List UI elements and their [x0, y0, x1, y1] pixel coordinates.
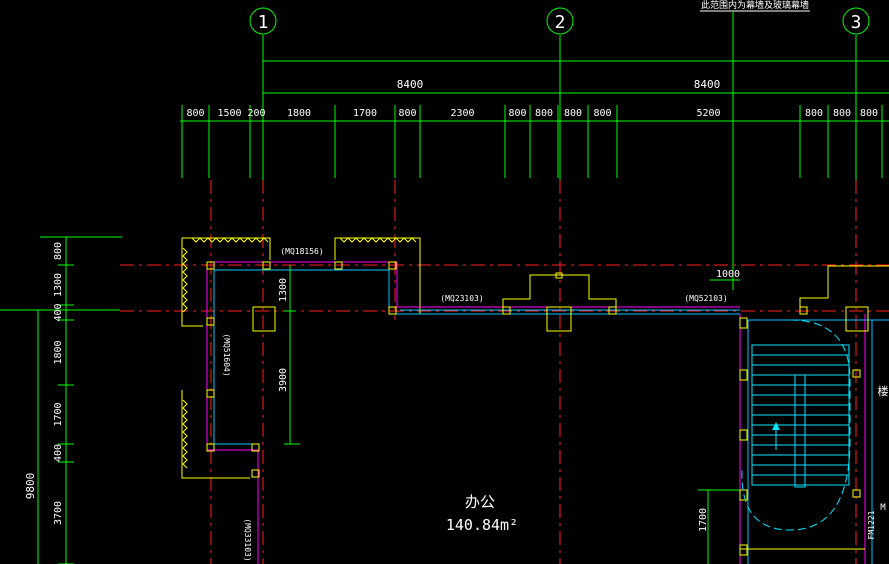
- columns: [206, 261, 869, 556]
- stair-handrail: [794, 374, 806, 488]
- wall-outline-top-left: [182, 237, 271, 260]
- dim-detail-label: 800: [508, 108, 526, 119]
- tag-mq23103: (MQ23103): [440, 294, 483, 303]
- stair-arrow-head: [772, 422, 780, 430]
- dim-detail-label: 1700: [353, 108, 377, 119]
- dim-inner-3900: 3900: [278, 368, 289, 392]
- dim-detail-label: 800: [186, 108, 204, 119]
- wall-inner-l2: [213, 270, 252, 445]
- axis-2-label: 2: [555, 12, 566, 33]
- wall-outline-left-bottom: [181, 390, 250, 479]
- dim-detail-label: 1800: [287, 108, 311, 119]
- dim-left-label: 800: [53, 242, 64, 260]
- dim-left-label: 1800: [53, 340, 64, 364]
- wall-inner-l1: [206, 262, 259, 564]
- dim-detail-label: 5200: [696, 108, 720, 119]
- tag-mq33103: (MQ33103): [243, 518, 252, 561]
- header-note: 此范围内为幕墙及玻璃幕墙: [701, 0, 809, 11]
- stair-sweep-path: [741, 319, 851, 531]
- wall-bump-3: [799, 265, 889, 307]
- column: [206, 443, 215, 452]
- room-name: 办公: [465, 493, 495, 511]
- dim-detail-label: 800: [564, 108, 582, 119]
- axis-3-label: 3: [851, 12, 862, 33]
- column: [388, 306, 397, 315]
- dim-detail-label: 800: [593, 108, 611, 119]
- dim-detail-label: 2300: [450, 108, 474, 119]
- wall-outline-left: [181, 238, 203, 327]
- column-large: [845, 306, 869, 332]
- stair: [741, 319, 851, 531]
- grid-axes: [262, 35, 857, 180]
- dim-left-label: 400: [53, 444, 64, 462]
- column: [388, 261, 397, 270]
- dim-left-label: 400: [53, 303, 64, 321]
- wall-bump-2: [502, 274, 617, 307]
- column-large: [252, 306, 276, 332]
- column-large: [546, 306, 572, 332]
- tag-mq18156: (MQ18156): [280, 247, 323, 256]
- axis-bubbles: 1 2 3: [249, 7, 870, 35]
- column: [251, 469, 260, 478]
- dim-left-total: 9800: [24, 473, 37, 500]
- column: [206, 389, 215, 398]
- dims-left-ticks: [58, 236, 74, 564]
- dim-left-label: 3700: [53, 501, 64, 525]
- column: [262, 261, 271, 270]
- dims-total-line: [263, 60, 889, 94]
- column: [502, 306, 511, 315]
- dim-inner-1300: 1300: [278, 278, 289, 302]
- axis-2-bubble: [546, 7, 574, 35]
- dim-detail-label: 1500: [217, 108, 241, 119]
- dims-left-line: [0, 236, 122, 564]
- tag-fm1221: FM1221: [867, 510, 876, 539]
- room-area: 140.84m²: [446, 516, 518, 534]
- dims-detail-labels: 800 1500 200 1800 1700 800 2300 800 800 800 800 520…: [186, 108, 878, 119]
- column: [739, 317, 748, 329]
- center-lines: [120, 180, 889, 564]
- dim-inner-1000: 1000: [716, 269, 740, 280]
- column: [739, 369, 748, 381]
- dim-left-label: 1700: [53, 402, 64, 426]
- dim-inner-1700: 1700: [698, 508, 709, 532]
- column: [334, 261, 343, 270]
- dim-detail-label: 200: [247, 108, 265, 119]
- dim-left-label: 1300: [53, 273, 64, 297]
- dim-total-1: 8400: [397, 78, 424, 91]
- column: [251, 443, 260, 452]
- axis-3-bubble: [842, 7, 870, 35]
- axis-1-label: 1: [258, 12, 269, 33]
- column: [799, 306, 808, 315]
- column: [206, 261, 215, 270]
- dim-detail-label: 800: [398, 108, 416, 119]
- dims-inner: [284, 265, 740, 564]
- column: [739, 544, 748, 556]
- tag-mq51604: (MQ51604): [222, 333, 231, 376]
- dim-detail-label: 800: [833, 108, 851, 119]
- column: [608, 306, 617, 315]
- curtain-wall-zigzags: [182, 237, 417, 469]
- tag-m: M: [880, 503, 886, 513]
- dims-left-labels: 800 1300 400 1800 1700 400 3700: [53, 242, 64, 525]
- dims-detail-ticks: [181, 105, 883, 178]
- dim-detail-label: 800: [860, 108, 878, 119]
- tag-mq52103: (MQ52103): [684, 294, 727, 303]
- dim-detail-label: 800: [805, 108, 823, 119]
- column-small: [555, 272, 563, 279]
- wall-outline-top-mid: [334, 237, 421, 314]
- column: [852, 369, 861, 378]
- column: [739, 429, 748, 441]
- wall-inner-top2: [214, 269, 740, 315]
- dim-total-2: 8400: [694, 78, 721, 91]
- column: [852, 489, 861, 498]
- dim-detail-label: 800: [535, 108, 553, 119]
- column: [206, 317, 215, 326]
- side-label: 楼: [878, 384, 889, 398]
- axis-1-bubble: [249, 7, 277, 35]
